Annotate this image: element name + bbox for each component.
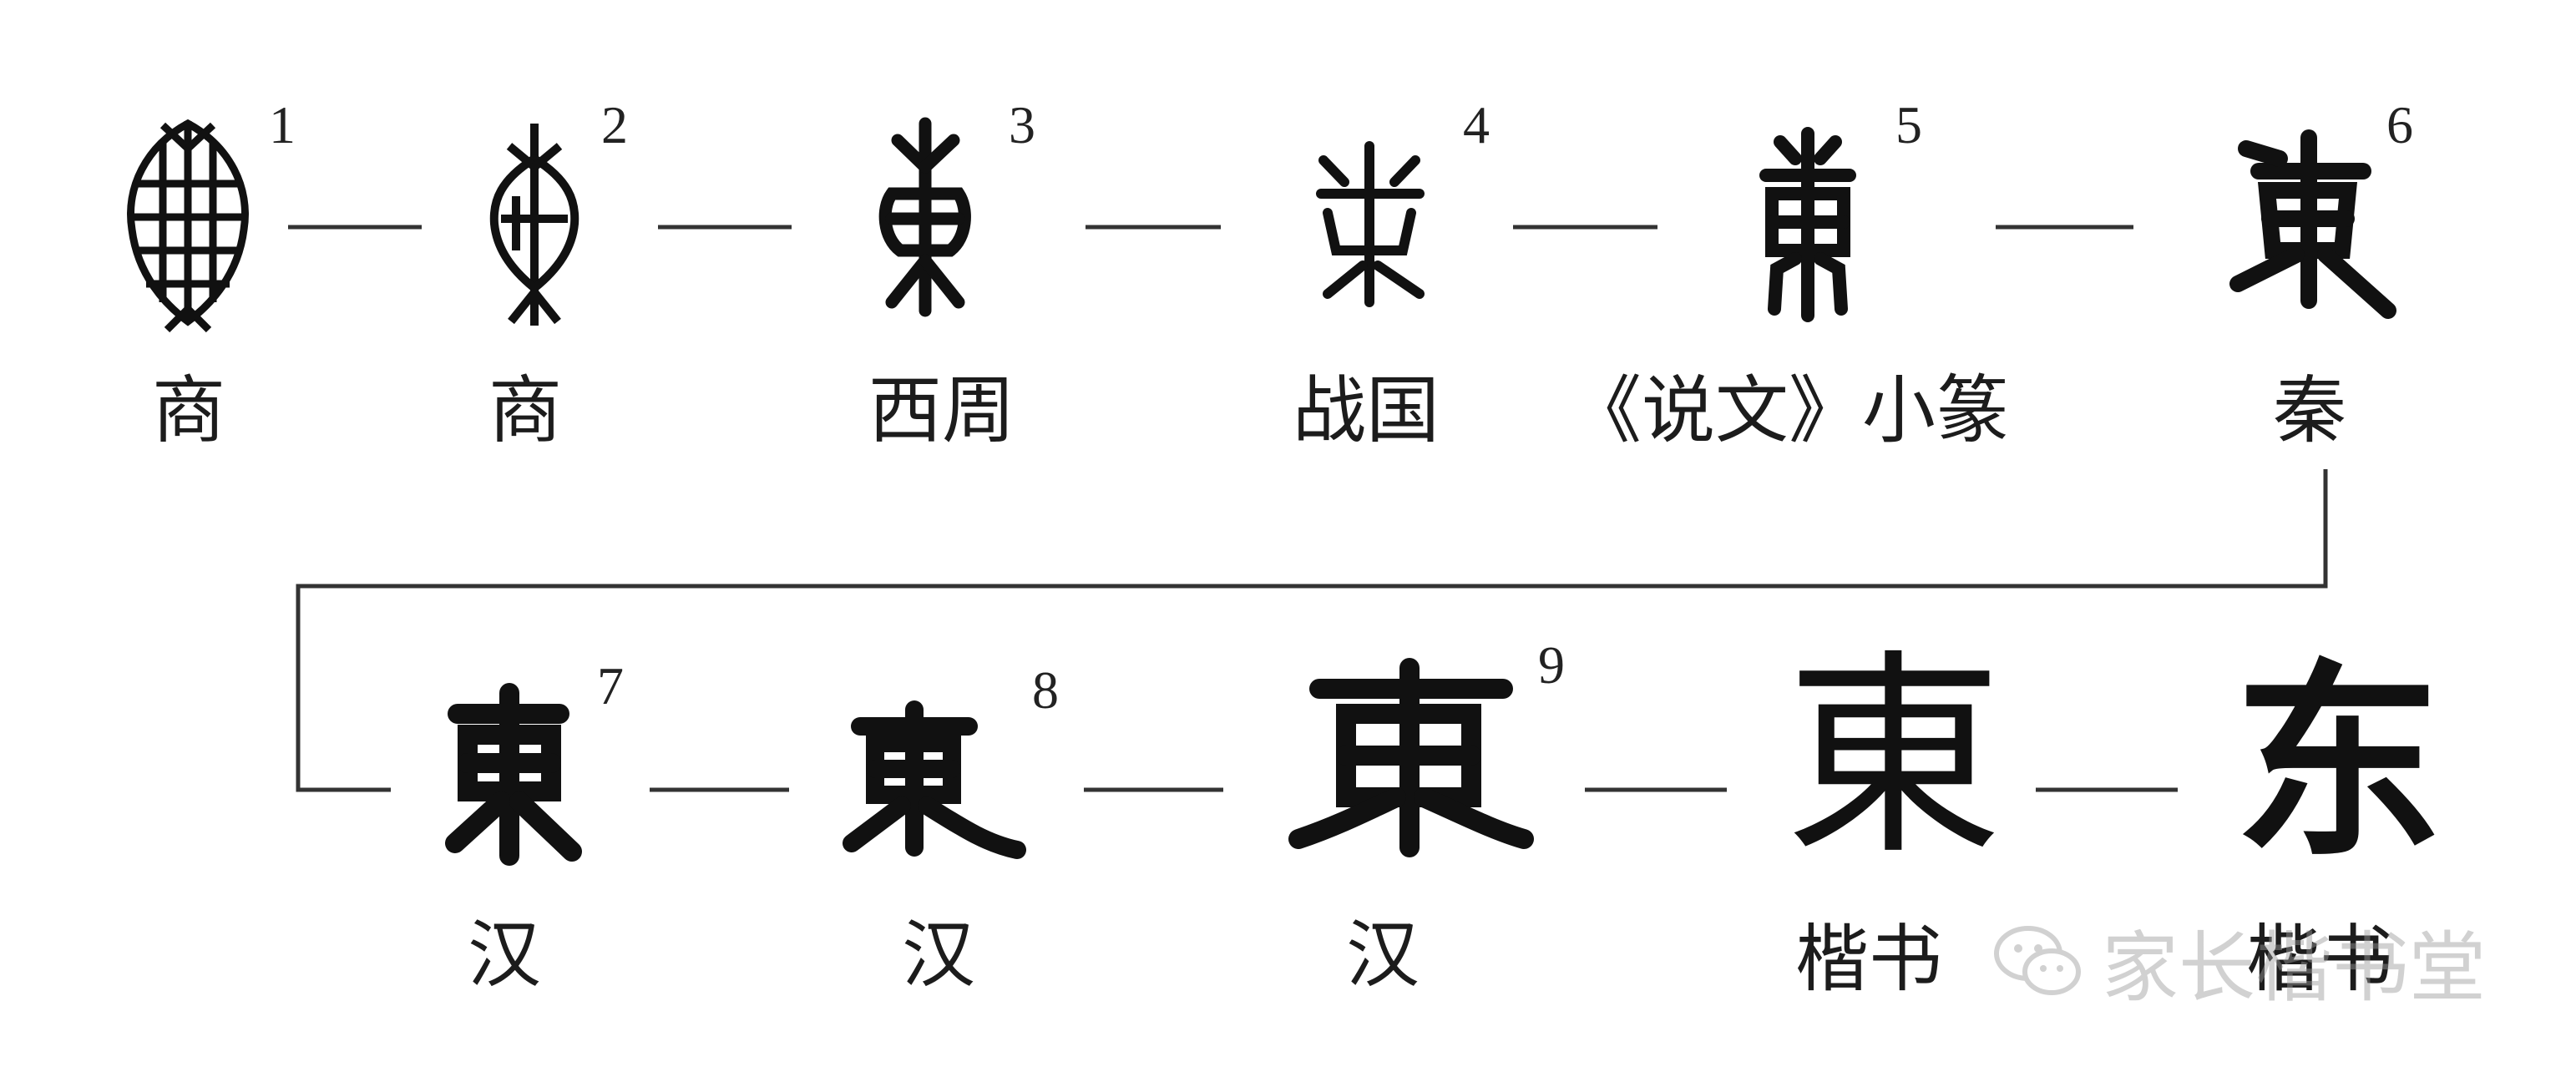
connectors — [288, 225, 2328, 792]
glyph-index-1: 1 — [269, 95, 296, 154]
glyph-han-9 — [1288, 658, 1534, 857]
kaishu-simplified-char: 东 — [2234, 640, 2442, 885]
kaishu-traditional-char: 東 — [1785, 632, 2002, 884]
glyph-qin — [2229, 129, 2396, 319]
era-label-kaishu-traditional: 楷书 — [1795, 916, 1943, 1002]
glyph-index-2: 2 — [601, 95, 628, 154]
era-label-west-zhou: 西周 — [868, 367, 1016, 453]
era-label-shang-2: 商 — [488, 367, 563, 453]
glyph-small-seal — [1759, 127, 1856, 322]
era-label-han-8: 汉 — [902, 912, 976, 998]
era-label-small-seal: 《说文》小篆 — [1568, 367, 2010, 453]
watermark: 家长楷书堂 — [1991, 906, 2486, 1017]
glyph-han-7 — [445, 683, 582, 866]
era-label-warring-states: 战国 — [1293, 367, 1440, 453]
wechat-icon — [1994, 925, 2081, 995]
glyph-shang-1 — [127, 119, 249, 333]
era-label-shang-1: 商 — [152, 367, 226, 453]
era-label-kaishu-simplified: 楷书 — [2246, 916, 2394, 1002]
glyph-index-3: 3 — [1009, 95, 1035, 154]
glyph-index-4: 4 — [1463, 95, 1490, 154]
glyph-shang-2 — [489, 124, 579, 326]
glyph-warring-states — [1316, 141, 1425, 307]
glyph-index-5: 5 — [1895, 95, 1922, 154]
era-label-han-9: 汉 — [1346, 912, 1420, 998]
glyph-index-7: 7 — [597, 656, 624, 715]
glyph-index-8: 8 — [1032, 660, 1059, 720]
era-label-qin: 秦 — [2273, 367, 2347, 453]
watermark-text: 家长楷书堂 — [2102, 923, 2487, 1013]
glyph-west-zhou — [878, 117, 971, 317]
row-link-connector — [296, 469, 2328, 792]
glyph-han-8 — [843, 700, 1026, 859]
glyph-index-9: 9 — [1538, 635, 1565, 695]
era-label-han-7: 汉 — [468, 912, 542, 998]
glyph-index-6: 6 — [2386, 95, 2413, 154]
